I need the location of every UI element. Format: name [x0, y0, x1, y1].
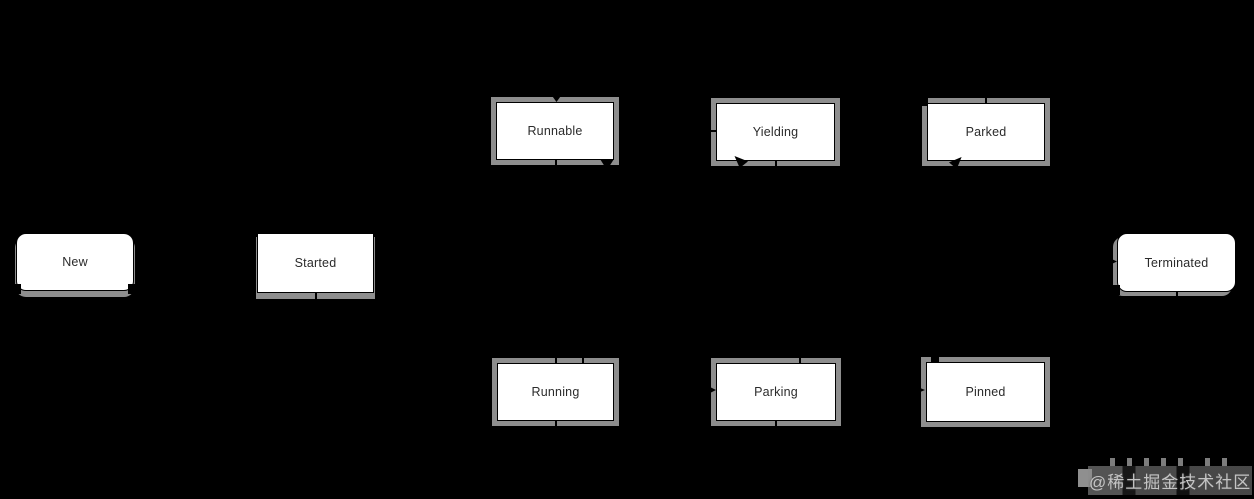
edge-tick: [931, 356, 939, 362]
node-started: Started: [257, 233, 374, 293]
arrowhead-icon: [908, 383, 925, 397]
edge-tick: [555, 160, 557, 168]
edge-tick: [775, 421, 777, 429]
node-label: Runnable: [527, 124, 583, 138]
node-parking: Parking: [716, 363, 836, 421]
node-label: Yielding: [752, 125, 799, 139]
edge-tick: [582, 357, 584, 363]
node-label: New: [62, 255, 88, 269]
arrowhead-icon: [704, 384, 716, 396]
corner-notch: [128, 284, 136, 294]
node-running: Running: [497, 363, 614, 421]
node-new: New: [16, 233, 134, 291]
edge-tick: [775, 161, 777, 169]
arrowhead-icon: [550, 93, 563, 102]
edge-tick: [799, 356, 801, 364]
node-pinned: Pinned: [926, 362, 1045, 422]
watermark: @稀土掘金技术社区: [1072, 452, 1253, 497]
edge-tick: [708, 130, 716, 132]
node-runnable: Runnable: [496, 102, 614, 160]
node-parked: Parked: [927, 103, 1045, 161]
node-label: Pinned: [965, 385, 1006, 399]
node-yielding: Yielding: [716, 103, 835, 161]
arrowhead-icon: [1103, 255, 1117, 268]
node-label: Parking: [754, 385, 798, 399]
node-label: Parked: [965, 125, 1007, 139]
watermark-artifact-dashes: [1110, 458, 1227, 466]
edge-tick: [1176, 292, 1178, 300]
node-terminated: Terminated: [1117, 233, 1236, 292]
node-label: Started: [294, 256, 337, 270]
edge-tick: [315, 292, 317, 300]
edge-tick: [555, 421, 557, 429]
corner-notch: [1112, 285, 1120, 295]
node-label: Running: [531, 385, 580, 399]
arrowhead-icon: [918, 97, 928, 106]
node-label: Terminated: [1144, 255, 1209, 270]
arrowhead-icon: [600, 159, 614, 170]
corner-notch: [14, 284, 21, 294]
edge-tick: [985, 92, 987, 103]
edge-tick: [555, 356, 557, 364]
watermark-text: @稀土掘金技术社区: [1088, 466, 1253, 495]
